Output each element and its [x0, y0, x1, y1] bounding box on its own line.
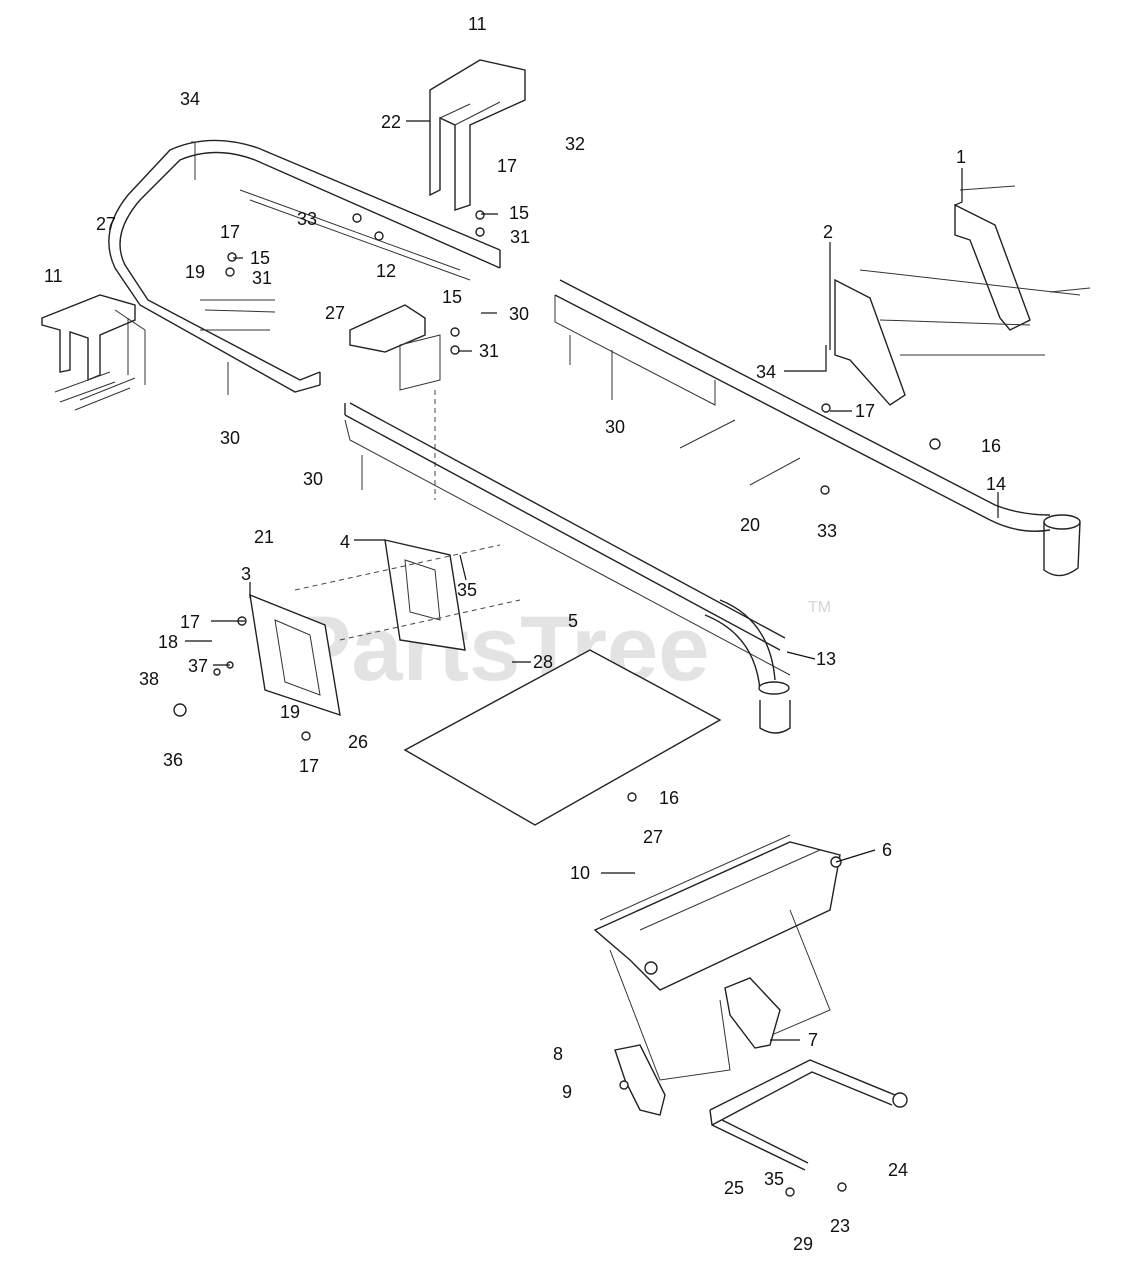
part-label-21: 21 — [254, 527, 274, 547]
side-plate-3 — [249, 544, 521, 717]
part-label-17: 17 — [497, 156, 517, 176]
side-plate-4 — [384, 539, 466, 651]
bolt-20 — [679, 419, 801, 486]
part-label-13: 13 — [816, 649, 836, 669]
part-label-17: 17 — [855, 401, 875, 421]
bracket-7 — [724, 977, 781, 1049]
part-label-35: 35 — [457, 580, 477, 600]
right-bracket-1-2 — [834, 185, 1091, 406]
part-label-11: 11 — [468, 14, 487, 34]
part-label-38: 38 — [139, 669, 159, 689]
fastener-dots — [173, 210, 941, 1197]
part-label-30: 30 — [509, 304, 529, 324]
part-label-1: 1 — [956, 147, 966, 167]
part-label-28: 28 — [533, 652, 553, 672]
part-label-31: 31 — [479, 341, 499, 361]
part-label-15: 15 — [250, 248, 270, 268]
bolt-30-left — [227, 362, 363, 490]
part-number-labels: 11 34 22 32 17 1 27 33 15 17 31 2 15 11 … — [44, 14, 1006, 1254]
part-label-27: 27 — [643, 827, 663, 847]
part-label-15: 15 — [509, 203, 529, 223]
part-label-27: 27 — [96, 214, 116, 234]
part-label-36: 36 — [163, 750, 183, 770]
part-label-16: 16 — [659, 788, 679, 808]
part-label-25: 25 — [724, 1178, 744, 1198]
part-label-3: 3 — [241, 564, 251, 584]
bracket-11-left — [41, 294, 146, 385]
part-label-34: 34 — [756, 362, 776, 382]
part-label-31: 31 — [252, 268, 272, 288]
part-label-2: 2 — [823, 222, 833, 242]
part-label-19: 19 — [280, 702, 300, 722]
rod-24 — [709, 1059, 908, 1171]
right-tube-14 — [554, 279, 1081, 577]
part-label-5: 5 — [568, 611, 578, 631]
part-label-9: 9 — [562, 1082, 572, 1102]
part-label-30: 30 — [605, 417, 625, 437]
front-tube-13 — [704, 599, 791, 734]
part-label-22: 22 — [381, 112, 401, 132]
part-label-11: 11 — [44, 266, 63, 286]
part-label-26: 26 — [348, 732, 368, 752]
bracket-8-9 — [614, 1044, 666, 1116]
part-label-7: 7 — [808, 1030, 818, 1050]
part-label-18: 18 — [158, 632, 178, 652]
part-label-17: 17 — [180, 612, 200, 632]
part-label-16: 16 — [981, 436, 1001, 456]
part-label-29: 29 — [793, 1234, 813, 1254]
bolts-left — [54, 299, 276, 411]
part-label-4: 4 — [340, 532, 350, 552]
watermark-tm: TM — [808, 599, 831, 616]
part-label-23: 23 — [830, 1216, 850, 1236]
part-label-37: 37 — [188, 656, 208, 676]
part-label-12: 12 — [376, 261, 396, 281]
bolt-34 — [191, 141, 199, 180]
part-label-30: 30 — [303, 469, 323, 489]
upper-u-frame — [108, 139, 501, 393]
part-label-24: 24 — [888, 1160, 908, 1180]
leader-lines — [185, 120, 999, 1041]
line-art — [41, 59, 1091, 1197]
part-label-19: 19 — [185, 262, 205, 282]
part-label-20: 20 — [740, 515, 760, 535]
part-label-33: 33 — [297, 209, 317, 229]
part-label-32: 32 — [565, 134, 585, 154]
part-label-30: 30 — [220, 428, 240, 448]
part-label-15: 15 — [442, 287, 462, 307]
bracket-11-top — [429, 59, 526, 211]
part-label-33: 33 — [817, 521, 837, 541]
pedal-assembly-6 — [593, 834, 841, 1081]
bolt-30-center — [569, 335, 613, 400]
part-label-27: 27 — [325, 303, 345, 323]
part-label-6: 6 — [882, 840, 892, 860]
part-label-10: 10 — [570, 863, 590, 883]
part-label-14: 14 — [986, 474, 1006, 494]
part-label-35: 35 — [764, 1169, 784, 1189]
part-label-31: 31 — [510, 227, 530, 247]
floor-plate — [403, 649, 722, 826]
lower-crossmember — [344, 402, 791, 676]
bracket-27 — [349, 304, 441, 500]
part-label-17: 17 — [220, 222, 240, 242]
part-label-8: 8 — [553, 1044, 563, 1064]
part-label-34: 34 — [180, 89, 200, 109]
part-label-17: 17 — [299, 756, 319, 776]
